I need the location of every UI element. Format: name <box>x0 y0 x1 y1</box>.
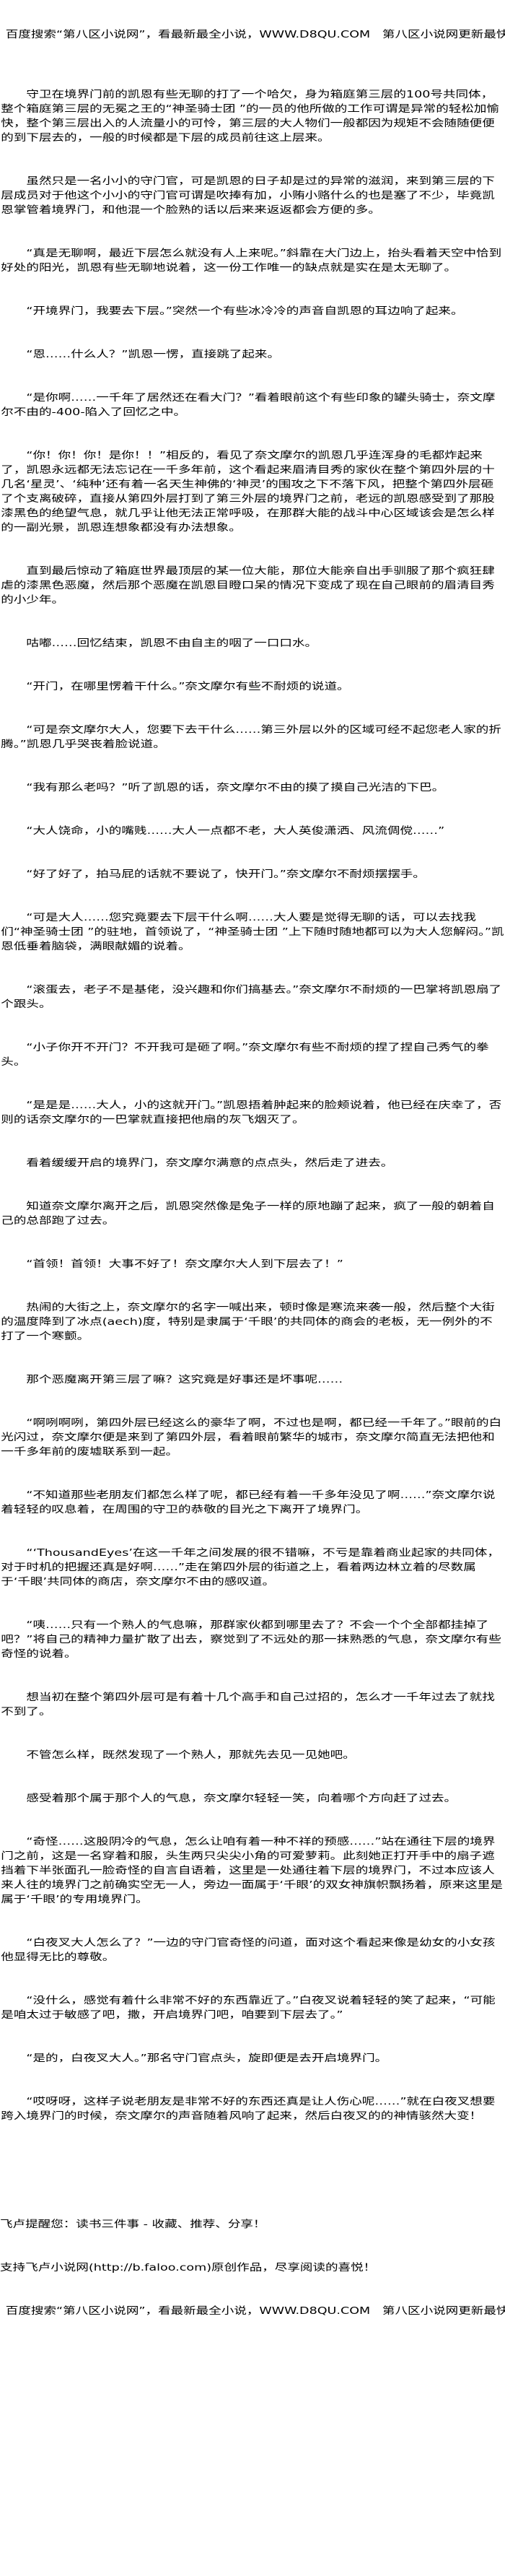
chapter-paragraph: 直到最后惊动了箱庭世界最顶层的某一位大能，那位大能亲自出手驯服了那个疯狂肆虐的漆… <box>1 565 495 606</box>
chapter-paragraph: “恩……什么人？”凯恩一愣，直接跳了起来。 <box>26 349 281 360</box>
chapter-paragraph: “咦……只有一个熟人的气息嘛，那群家伙都到哪里去了？不会一个个全部都挂掉了吧？”… <box>1 1619 501 1660</box>
chapter-paragraph: “是的，白夜叉大人。”那名守门官点头，旋即便是去开启境界门。 <box>26 2053 388 2064</box>
chapter-paragraph: 感受着那个属于那个人的气息，奈文摩尔轻轻一笑，向着哪个方向赶了过去。 <box>26 1793 457 1804</box>
chapter-paragraph: 热闹的大街之上，奈文摩尔的名字一喊出来，顿时像是寒流来袭一般，然后整个大街的温度… <box>1 1302 495 1342</box>
support-notice: 支持飞卢小说网(http://b.faloo.com)原创作品，尽享阅读的喜悦！ <box>0 2262 377 2273</box>
chapter-paragraph: “首领！首领！大事不好了！奈文摩尔大人到下层去了！” <box>26 1258 343 1270</box>
chapter-paragraph: “小子你开不开门？不开我可是砸了啊。”奈文摩尔有些不耐烦的捏了捏自己秀气的拳头。 <box>1 1042 489 1068</box>
chapter-paragraph: 不管怎么样，既然发现了一个熟人，那就先去见一见她吧。 <box>26 1749 356 1761</box>
chapter-paragraph: “可是大人……您究竟要去下层干什么啊……大人要是觉得无聊的话，可以去找我们“神圣… <box>1 912 504 952</box>
chapter-paragraph: “不知道那些老朋友们都怎么样了呢，都已经有着一千多年没见了啊……”奈文摩尔说着轻… <box>1 1489 496 1515</box>
chapter-paragraph: “开门，在哪里愣着干什么。”奈文摩尔有些不耐烦的说道。 <box>26 681 350 692</box>
chapter-paragraph: “‘ThousandEyes’在这一千年之间发展的很不错嘛，不亏是靠着商业起家的… <box>1 1547 500 1588</box>
chapter-paragraph: “没什么，感觉有着什么非常不好的东西靠近了。”白夜叉说着轻轻的笑了起来，“可能是… <box>1 1995 496 2021</box>
chapter-paragraph: “开境界门，我要去下层。”突然一个有些冰冷冷的声音自凯恩的耳边响了起来。 <box>26 305 464 317</box>
chapter-paragraph: 虽然只是一名小小的守门官，可是凯恩的日子却是过的异常的滋润，来到第三层的下层成员… <box>1 175 495 216</box>
chapter-paragraph: “奇怪……这股阴冷的气息，怎么让咱有着一种不祥的预感……”站在通往下层的境界门之… <box>1 1836 503 1905</box>
chapter-paragraph: “大人饶命，小的嘴贱……大人一点都不老，大人英俊潇洒、风流倜傥……” <box>26 825 445 837</box>
chapter-paragraph: 守卫在境界门前的凯恩有些无聊的打了一个哈欠，身为箱庭第三层的100号共同体，整个… <box>1 89 499 144</box>
page-footer: 飞卢提醒您：读书三件事 - 收藏、推荐、分享！ 支持飞卢小说网(http://b… <box>0 2217 505 2318</box>
chapter-paragraph: 咕嘟……回忆结束，凯恩不由自主的咽了一口口水。 <box>26 638 318 649</box>
chapter-paragraph: 想当初在整个第四外层可是有着十几个高手和自己过招的，怎么才一千年过去了就找不到了… <box>1 1692 495 1718</box>
chapter-paragraph: “哎呀呀，这样子说老朋友是非常不好的东西还真是让人伤心呢……”就在白夜叉想要跨入… <box>1 2096 496 2122</box>
reading-reminder: 飞卢提醒您：读书三件事 - 收藏、推荐、分享！ <box>0 2219 266 2230</box>
chapter-paragraph: “是是是……大人，小的这就开门。”凯恩捂着肿起来的脸颊说着，他已经在庆幸了，否则… <box>1 1100 502 1126</box>
chapter-paragraph: “是你啊……一千年了居然还在看大门？”看着眼前这个有些印象的罐头骑士，奈文摩尔不… <box>1 392 496 418</box>
chapter-paragraph: 那个恶魔离开第三层了嘛？这究竟是好事还是坏事呢…… <box>26 1374 343 1385</box>
top-site-banner: 百度搜索“第八区小说网”，看最新最全小说，WWW.D8QU.COM 第八区小说网… <box>5 29 505 40</box>
chapter-paragraph: “你！你！你！是你！！”相反的，看见了奈文摩尔的凯恩几乎连浑身的毛都炸起来了，凯… <box>1 450 495 534</box>
chapter-paragraph: “可是奈文摩尔大人，您要下去干什么……第三外层以外的区域可经不起您老人家的折腾。… <box>1 724 501 750</box>
chapter-content: 守卫在境界门前的凯恩有些无聊的打了一个哈欠，身为箱庭第三层的100号共同体，整个… <box>0 87 504 2123</box>
bottom-site-banner: 百度搜索“第八区小说网”，看最新最全小说，WWW.D8QU.COM 第八区小说网… <box>5 2305 505 2317</box>
chapter-paragraph: 看着缓缓开启的境界门，奈文摩尔满意的点点头，然后走了进去。 <box>26 1157 394 1169</box>
chapter-paragraph: “啊咧啊咧，第四外层已经这么的豪华了啊，不过也是啊，都已经一千年了。”眼前的白光… <box>1 1417 502 1458</box>
chapter-paragraph: “好了好了，拍马屁的话就不要说了，快开门。”奈文摩尔不耐烦摆摆手。 <box>26 869 426 880</box>
novel-page: 百度搜索“第八区小说网”，看最新最全小说，WWW.D8QU.COM 第八区小说网… <box>0 27 505 2318</box>
chapter-paragraph: “我有那么老吗？”听了凯恩的话，奈文摩尔不由的摸了摸自己光洁的下巴。 <box>26 782 445 793</box>
chapter-paragraph: “白夜叉大人怎么了？”一边的守门官奇怪的问道，面对这个看起来像是幼女的小女孩他显… <box>1 1937 496 1963</box>
chapter-paragraph: 知道奈文摩尔离开之后，凯恩突然像是兔子一样的原地蹦了起来，疯了一般的朝着自己的总… <box>1 1201 495 1227</box>
chapter-paragraph: “滚蛋去，老子不是基佬，没兴趣和你们搞基去。”奈文摩尔不耐烦的一巴掌将凯恩扇了个… <box>1 984 502 1010</box>
chapter-paragraph: “真是无聊啊，最近下层怎么就没有人上来呢。”斜靠在大门边上，抬头看着天空中恰到好… <box>1 248 502 274</box>
